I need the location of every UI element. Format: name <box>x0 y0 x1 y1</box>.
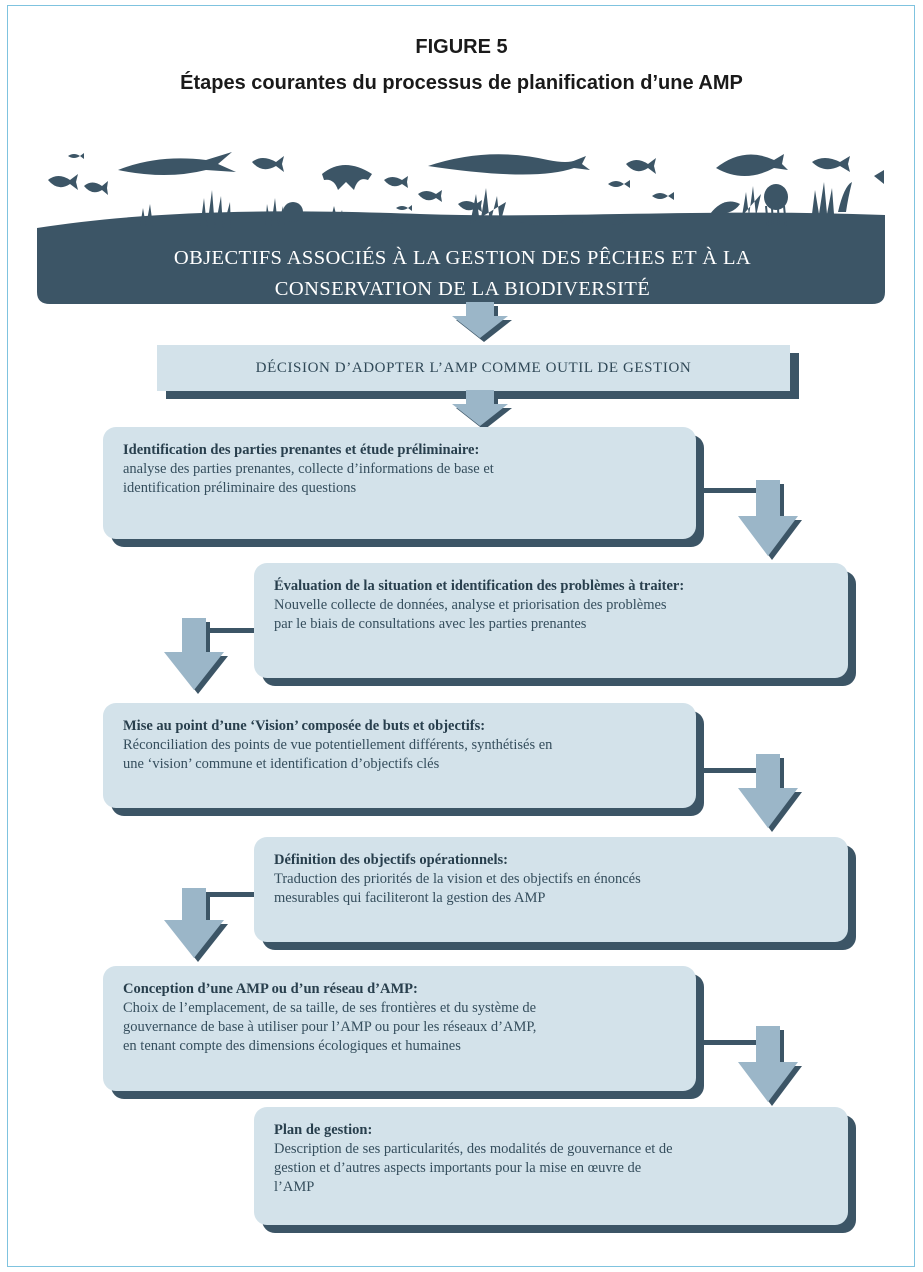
arrow-decision-to-step1 <box>452 390 512 430</box>
step-5-line-2: gouvernance de base à utiliser pour l’AM… <box>123 1019 537 1035</box>
step-6-line-2: gestion et d’autres aspects importants p… <box>274 1160 642 1176</box>
step-1-line-2: identification préliminaire des question… <box>123 480 357 496</box>
step-box-5: Conception d’une AMP ou d’un réseau d’AM… <box>103 966 696 1091</box>
step-box-2: Évaluation de la situation et identifica… <box>254 563 848 678</box>
step-box-6: Plan de gestion: Description de ses part… <box>254 1107 848 1225</box>
marine-life-banner-illustration <box>37 152 885 304</box>
fish-silhouettes <box>48 152 884 212</box>
step-4-title: Définition des objectifs opérationnels: <box>274 852 508 868</box>
step-6-title: Plan de gestion: <box>274 1122 373 1138</box>
figure-label: FIGURE 5 <box>415 36 508 58</box>
step-1-title: Identification des parties prenantes et … <box>123 442 480 458</box>
step-2-title: Évaluation de la situation et identifica… <box>274 578 685 594</box>
step-4-line-1: Traduction des priorités de la vision et… <box>274 871 641 887</box>
banner-line-1: OBJECTIFS ASSOCIÉS À LA GESTION DES PÊCH… <box>173 247 752 269</box>
step-5-title: Conception d’une AMP ou d’un réseau d’AM… <box>123 981 418 997</box>
step-6-line-1: Description de ses particularités, des m… <box>274 1141 673 1157</box>
step-6-line-3: l’AMP <box>274 1179 315 1195</box>
step-5-line-1: Choix de l’emplacement, de sa taille, de… <box>123 1000 537 1016</box>
coral-silhouettes <box>140 182 852 228</box>
arrow-banner-to-decision <box>452 302 512 342</box>
step-5-line-3: en tenant compte des dimensions écologiq… <box>123 1038 461 1054</box>
step-1-line-1: analyse des parties prenantes, collecte … <box>123 461 494 477</box>
step-3-line-2: une ‘vision’ commune et identification d… <box>123 756 440 772</box>
banner-heading: OBJECTIFS ASSOCIÉS À LA GESTION DES PÊCH… <box>60 243 865 305</box>
step-box-4: Définition des objectifs opérationnels: … <box>254 837 848 942</box>
step-2-line-1: Nouvelle collecte de données, analyse et… <box>274 597 667 613</box>
banner-line-2: CONSERVATION DE LA BIODIVERSITÉ <box>274 278 651 300</box>
step-3-title: Mise au point d’une ‘Vision’ composée de… <box>123 718 486 734</box>
arrow-step4-to-step5 <box>164 888 258 962</box>
arrow-step1-to-step2 <box>698 480 802 560</box>
figure-frame <box>7 5 915 1267</box>
step-2-line-2: par le biais de consultations avec les p… <box>274 616 587 632</box>
decision-box: DÉCISION D’ADOPTER L’AMP COMME OUTIL DE … <box>157 345 790 391</box>
step-3-line-1: Réconciliation des points de vue potenti… <box>123 737 553 753</box>
step-box-3: Mise au point d’une ‘Vision’ composée de… <box>103 703 696 808</box>
step-4-line-2: mesurables qui faciliteront la gestion d… <box>274 890 546 906</box>
arrow-step5-to-step6 <box>698 1026 802 1106</box>
arrow-step3-to-step4 <box>698 754 802 832</box>
decision-text: DÉCISION D’ADOPTER L’AMP COMME OUTIL DE … <box>255 359 692 376</box>
arrow-step2-to-step3 <box>164 618 258 694</box>
figure-title: Étapes courantes du processus de planifi… <box>180 72 743 94</box>
step-box-1: Identification des parties prenantes et … <box>103 427 696 539</box>
